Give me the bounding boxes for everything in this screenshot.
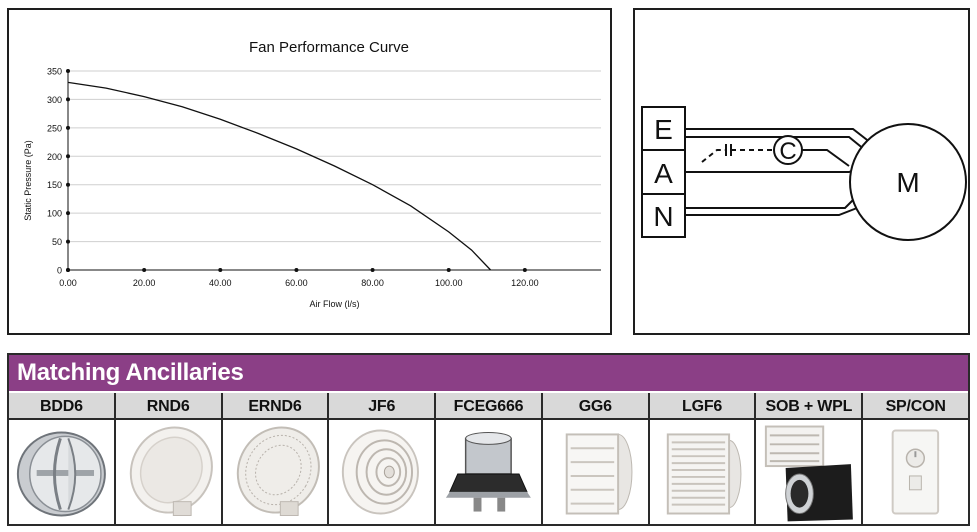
round-grille-icon: [129, 426, 213, 516]
fan-performance-chart: Fan Performance Curve 0 50 100 150 200 250 300 3…: [7, 8, 612, 335]
motor-symbol: [849, 123, 967, 241]
wiring-diagram: E A N C M: [633, 8, 970, 335]
gravity-grille-icon: [565, 433, 633, 515]
ancillary-image-jf6: [329, 420, 437, 524]
speed-controller-icon: [891, 429, 940, 515]
y-tick-label: 0: [57, 266, 62, 276]
ancillary-image-gg6: [543, 420, 650, 524]
terminal-a-label: A: [654, 158, 673, 189]
motor-label: M: [896, 167, 919, 198]
performance-curve: [67, 81, 492, 271]
earth-wire-upper: [685, 128, 872, 144]
ancillaries-name-row: BDD6 RND6 ERND6 JF6 FCEG666 GG6 LGF6 SOB…: [9, 391, 968, 420]
matching-ancillaries-panel: Matching Ancillaries BDD6 RND6 ERND6 JF6…: [7, 353, 970, 526]
earth-wire-lower: [685, 136, 866, 151]
y-tick-label: 50: [52, 237, 62, 247]
ancillary-name-jf6: JF6: [329, 393, 437, 418]
ancillary-image-rnd6: [116, 420, 223, 524]
x-tick-mark: [142, 268, 147, 272]
jet-diffuser-icon: [342, 429, 420, 515]
ancillary-image-ernd6: [223, 420, 330, 524]
x-tick-mark: [522, 268, 527, 272]
capacitor-branch-right: [802, 149, 850, 167]
x-tick-mark: [218, 268, 223, 272]
y-tick-label: 100: [47, 209, 62, 219]
x-tick-label: 20.00: [133, 278, 156, 288]
louvre-grille-icon: [666, 433, 742, 515]
chart-svg: Fan Performance Curve 0 50 100 150 200 250 300 3…: [23, 39, 601, 309]
neutral-wire-lower: [685, 207, 858, 216]
ancillary-name-ernd6: ERND6: [223, 393, 330, 418]
ancillary-name-lgf6: LGF6: [650, 393, 757, 418]
ancillary-image-sob-wpl: [756, 420, 864, 524]
ancillary-name-sp-con: SP/CON: [885, 398, 946, 415]
ancillaries-image-row: [9, 420, 968, 524]
backdraft-damper-icon: [16, 431, 106, 517]
x-tick-mark: [294, 268, 299, 272]
x-axis-label: Air Flow (l/s): [310, 299, 360, 309]
x-tick-label: 0.00: [59, 278, 77, 288]
x-tick-label: 120.00: [511, 278, 539, 288]
ancillary-name-bdd6: BDD6: [9, 393, 116, 418]
ancillary-name-sob-wpl: SOB + WPL: [756, 393, 864, 418]
x-tick-mark: [66, 268, 70, 272]
y-axis-label: Static Pressure (Pa): [23, 140, 33, 221]
y-tick-label: 250: [47, 123, 62, 133]
round-grille-icon: [236, 426, 320, 516]
terminal-a-box: [641, 149, 686, 195]
terminal-e-label: E: [654, 114, 673, 145]
neutral-wire-upper: [685, 199, 854, 209]
y-tick-label: 350: [47, 67, 62, 77]
ceiling-box-icon: [446, 431, 532, 512]
soffit-box-icon: [765, 425, 854, 522]
x-tick-label: 80.00: [361, 278, 384, 288]
ancillary-image-fceg666: [436, 420, 543, 524]
x-tick-mark: [446, 268, 451, 272]
capacitor-label: C: [779, 138, 796, 165]
x-tick-label: 40.00: [209, 278, 232, 288]
ancillary-image-lgf6: [650, 420, 757, 524]
capacitor-branch-left: [701, 149, 726, 163]
ancillary-image-sp-con: [863, 420, 968, 524]
ancillary-name-fceg666: FCEG666: [436, 393, 543, 418]
terminal-n-label: N: [653, 201, 673, 232]
ancillaries-title: Matching Ancillaries: [9, 355, 968, 391]
terminal-e-box: [641, 106, 686, 151]
y-tick-label: 150: [47, 180, 62, 190]
ancillary-name-rnd6: RND6: [116, 393, 223, 418]
x-tick-label: 60.00: [285, 278, 308, 288]
x-tick-label: 100.00: [435, 278, 463, 288]
active-wire: [685, 165, 866, 173]
ancillary-name-gg6: GG6: [543, 393, 650, 418]
wiring-svg: E A N C M: [641, 106, 967, 241]
x-tick-mark: [370, 268, 375, 272]
ancillary-image-bdd6: [9, 420, 116, 524]
y-tick-label: 200: [47, 152, 62, 162]
chart-title: Fan Performance Curve: [249, 39, 409, 56]
y-tick-label: 300: [47, 95, 62, 105]
